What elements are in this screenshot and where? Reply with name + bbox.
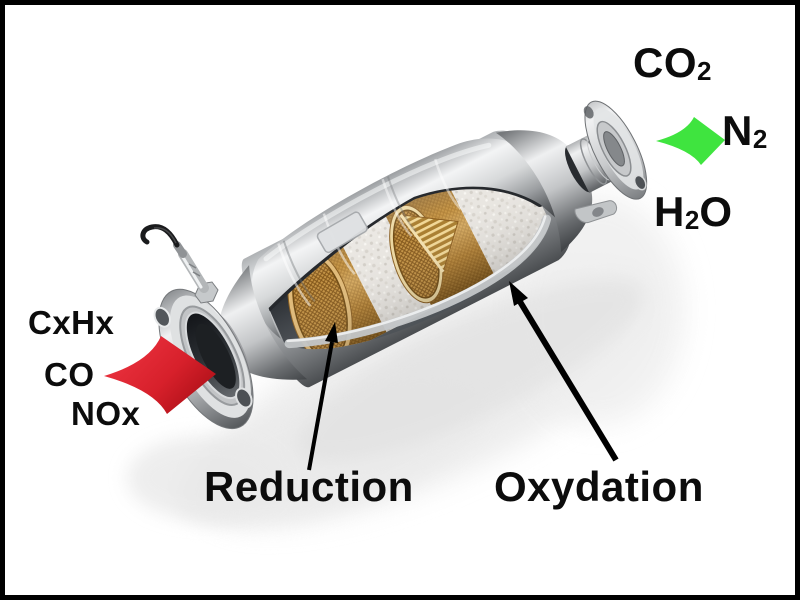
bolt-hole — [153, 306, 171, 328]
h2o-subscript: 2 — [684, 205, 700, 236]
oxygen-sensor — [140, 224, 219, 304]
label-reduction: Reduction — [204, 463, 414, 510]
reduction-arrow — [307, 322, 338, 471]
inlet-assembly — [153, 265, 308, 430]
oxydation-arrow — [509, 281, 619, 462]
label-co: CO — [44, 356, 95, 393]
input-arrow — [104, 336, 216, 414]
label-co2: CO2 — [633, 39, 712, 87]
bolt-hole — [235, 387, 253, 409]
label-h2o: H2O — [654, 188, 733, 236]
bolt-hole — [583, 106, 594, 119]
inlet-flange — [153, 288, 254, 430]
label-nox: NOx — [71, 395, 141, 432]
output-arrow — [656, 117, 725, 165]
label-n2: N2 — [722, 107, 768, 155]
outlet-assembly — [495, 100, 648, 253]
label-oxydation: Oxydation — [494, 463, 704, 510]
lower-shell-lip — [284, 214, 552, 349]
co2-subscript: 2 — [697, 56, 712, 87]
n2-subscript: 2 — [752, 124, 768, 155]
label-cxhx: CxHx — [28, 304, 115, 341]
catalytic-converter — [153, 100, 648, 430]
outlet-flange — [583, 100, 648, 200]
bolt-hole — [633, 174, 647, 191]
